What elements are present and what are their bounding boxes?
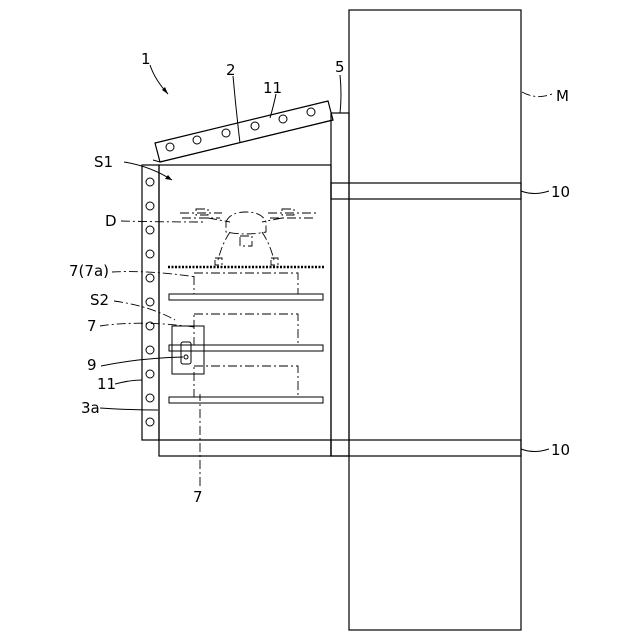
lid-solar-panel <box>153 101 333 162</box>
bracket-upper <box>331 183 521 199</box>
side-solar-panel <box>142 165 159 440</box>
housing-body <box>159 165 331 456</box>
label-5: 5 <box>335 58 345 76</box>
label-M: M <box>556 87 569 105</box>
label-10-upper: 10 <box>551 183 570 201</box>
label-10-lower: 10 <box>551 441 570 459</box>
label-11-side: 11 <box>97 375 116 393</box>
label-D: D <box>105 212 117 230</box>
label-2: 2 <box>226 61 236 79</box>
label-3a: 3a <box>81 399 100 417</box>
label-7-7a: 7(7a) <box>69 262 109 280</box>
label-7-middle: 7 <box>87 317 97 335</box>
shelf-middle <box>169 314 323 351</box>
label-11-top: 11 <box>263 79 282 97</box>
support-post <box>331 113 349 456</box>
shelf-7a <box>169 273 323 300</box>
shelf-bottom <box>169 366 323 403</box>
drone <box>180 209 316 265</box>
building-wall <box>349 10 521 630</box>
bracket-lower <box>331 440 521 456</box>
label-S2: S2 <box>90 291 109 309</box>
label-1: 1 <box>141 50 151 68</box>
leader-lines <box>100 65 552 486</box>
label-7-bottom: 7 <box>193 488 203 506</box>
label-S1: S1 <box>94 153 113 171</box>
label-9: 9 <box>87 356 97 374</box>
lock-unit <box>172 326 204 374</box>
